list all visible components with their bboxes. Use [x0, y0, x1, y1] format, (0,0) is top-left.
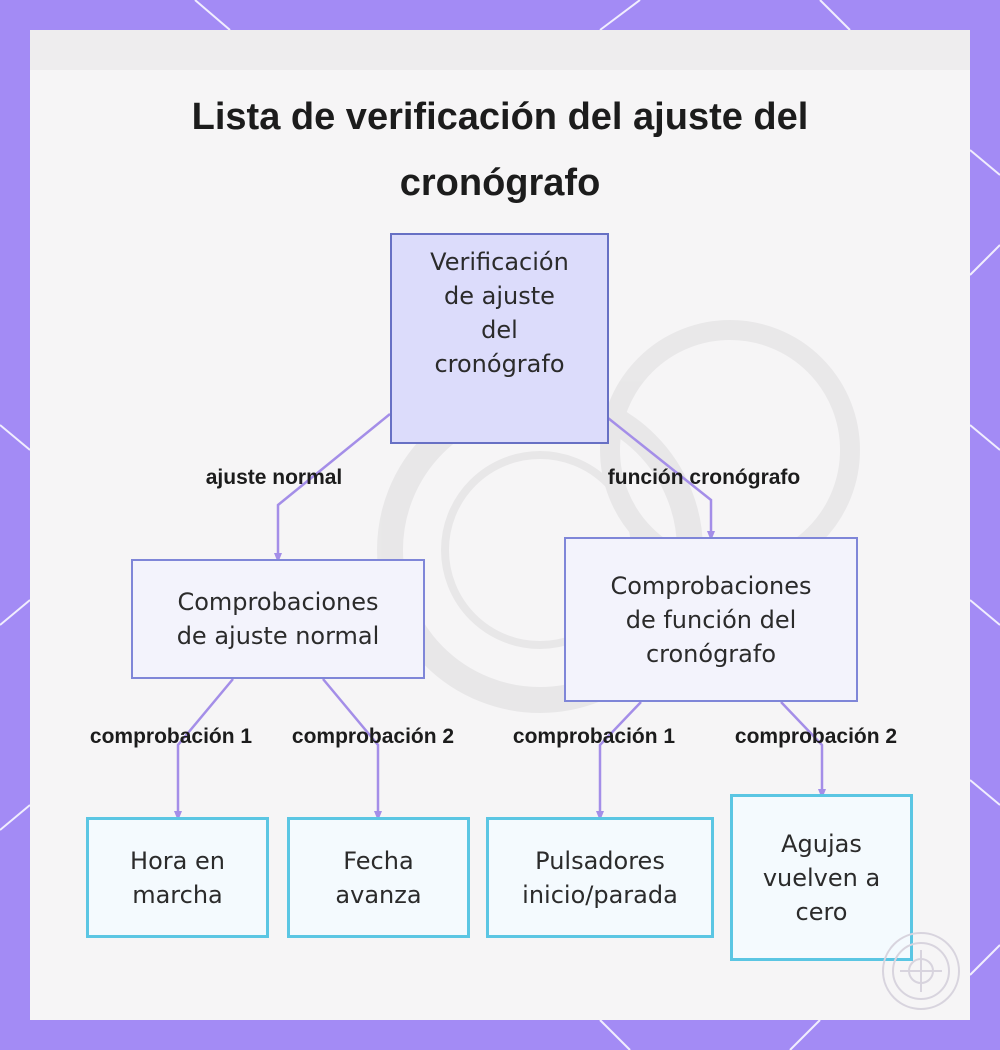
title-line-2: cronógrafo: [399, 162, 601, 204]
edge-chrono-leaf3: [596, 701, 642, 821]
edge-normal-leaf1: [174, 678, 234, 821]
node-chrono-checks-text: Comprobaciones de función del cronógrafo: [610, 571, 812, 668]
node-leaf-pulsadores: Pulsadores inicio/parada: [486, 817, 714, 938]
node-leaf-hora-text: Hora en marcha: [130, 846, 225, 909]
edge-label-ajuste-normal: ajuste normal: [205, 466, 343, 489]
edge-root-chrono: [607, 417, 715, 541]
edge-chrono-leaf4: [780, 701, 826, 799]
node-leaf-hora: Hora en marcha: [86, 817, 269, 938]
edge-normal-leaf2: [322, 678, 382, 821]
node-leaf-agujas-text: Agujas vuelven a cero: [762, 829, 881, 926]
node-leaf-pulsadores-text: Pulsadores inicio/parada: [522, 846, 678, 909]
edge-label-comprobacion-2-left: comprobación 2: [291, 725, 455, 748]
diagram-panel: Lista de verificación del ajuste del cro…: [30, 30, 970, 1020]
edge-label-comprobacion-1-right: comprobación 1: [512, 725, 676, 748]
title-line-1: Lista de verificación del ajuste del: [191, 96, 809, 138]
node-leaf-agujas: Agujas vuelven a cero: [730, 794, 913, 961]
node-root: Verificación de ajuste del cronógrafo: [390, 233, 609, 444]
node-normal-checks-text: Comprobaciones de ajuste normal: [176, 588, 380, 650]
seal-logo: [882, 932, 960, 1010]
node-chrono-checks: Comprobaciones de función del cronógrafo: [564, 537, 858, 702]
node-normal-checks: Comprobaciones de ajuste normal: [131, 559, 425, 679]
diagram-title: Lista de verificación del ajuste del cro…: [30, 84, 970, 216]
edge-label-comprobacion-2-right: comprobación 2: [734, 725, 898, 748]
edge-label-funcion-cronografo: función cronógrafo: [607, 466, 801, 489]
node-leaf-fecha: Fecha avanza: [287, 817, 470, 938]
connector-lines: [174, 413, 826, 821]
edge-label-comprobacion-1-left: comprobación 1: [89, 725, 253, 748]
node-leaf-fecha-text: Fecha avanza: [335, 846, 422, 909]
node-root-text: Verificación de ajuste del cronógrafo: [430, 248, 569, 378]
edge-root-normal: [274, 413, 391, 563]
